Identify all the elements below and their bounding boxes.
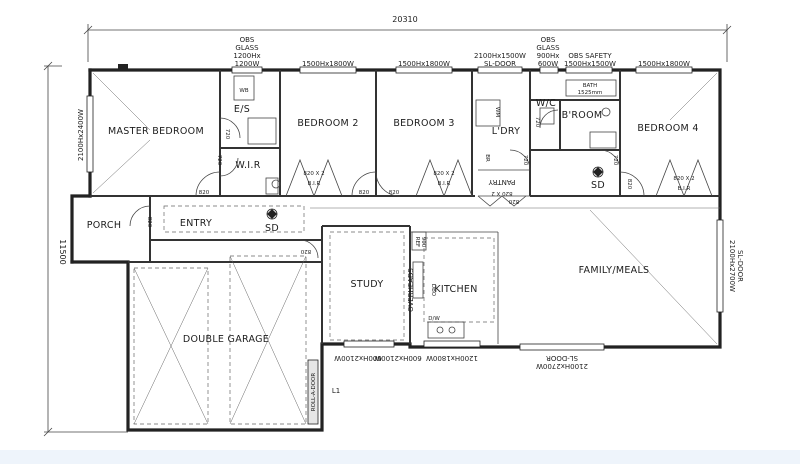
win-family-side-1: 2100Hx2700W (728, 240, 736, 292)
room-ensuite: E/S (234, 104, 250, 115)
room-pantry: PANTRY (488, 178, 515, 186)
fx-br: BR (484, 154, 490, 162)
fx-bir-bed4-2: B.I.R (678, 186, 691, 192)
fx-bir-bed3-1: 820 X 2 (433, 171, 454, 177)
smoke-detector-bedroom (592, 166, 604, 178)
win-rear-sl-1: SL-DOOR (546, 354, 578, 362)
overall-width-dimension: 20310 (83, 15, 732, 62)
fx-dbo: DBO (430, 284, 436, 297)
win-bath-obs: OBS SAFETY (568, 52, 612, 60)
win-bed4: 1500Hx1800W (638, 60, 690, 68)
win-wc-2: GLASS (536, 44, 560, 52)
fx-ref-size: 900 (420, 237, 426, 248)
entry-dashed (163, 205, 305, 233)
door-wir: 720 (216, 155, 222, 166)
fx-l1: L1 (332, 387, 340, 395)
study-dashed (329, 231, 405, 341)
win-wc-3: 900Hx (537, 52, 560, 60)
door-ens: 720 (224, 129, 230, 140)
fx-dw: D/W (428, 316, 440, 322)
win-family-side-2: SL-DOOR (736, 250, 744, 282)
fx-bir-bed2-1: 820 X 2 (303, 171, 324, 177)
room-double-garage: DOUBLE GARAGE (183, 334, 269, 345)
garage-ceiling (133, 255, 307, 425)
fx-sd-entry: SD (265, 223, 279, 234)
windows-top (86, 64, 724, 351)
fx-bath-label: BATH (583, 83, 598, 89)
room-bedroom-4: BEDROOM 4 (637, 123, 698, 134)
fx-roll-a-door: ROLL-A-DOOR (311, 373, 317, 412)
fx-ref: REF (414, 237, 420, 247)
win-wc-4: 600W (538, 60, 558, 68)
overall-depth-label: 11500 (58, 239, 67, 264)
door-master: 820 (199, 190, 210, 196)
win-ldry-1: 2100Hx1500W (474, 52, 526, 60)
fx-overheads: OVERHEADS (407, 268, 415, 312)
win-bed3: 1500Hx1800W (398, 60, 450, 68)
room-bedroom-3: BEDROOM 3 (393, 118, 454, 129)
kitchen-dashed (423, 237, 495, 323)
win-ens-3: 1200Hx (233, 52, 260, 60)
bath-fixtures (233, 75, 617, 195)
win-bath-size: 1500Hx1500W (564, 60, 616, 68)
room-bedroom-2: BEDROOM 2 (297, 118, 358, 129)
win-master-side: 2100Hx2400W (77, 109, 85, 161)
room-family-meals: FAMILY/MEALS (579, 265, 650, 276)
room-bathroom: B'ROOM (562, 110, 603, 121)
room-wir: W.I.R (235, 160, 260, 171)
win-kitchen-rear: 1200Hx1800W (426, 354, 478, 362)
fx-bir-bed3-2: B.I.R (438, 181, 451, 187)
fx-bir-bed4-1: 820 X 2 (673, 176, 694, 182)
win-rear-sl-2: 2100Hx2700W (536, 362, 588, 370)
door-bed4: 820 (626, 179, 632, 190)
bottom-strip (0, 450, 800, 464)
door-bed3: 820 (389, 190, 400, 196)
door-bath: 720 (612, 155, 618, 166)
fx-pantry-size: 820 X 2 (491, 190, 512, 196)
room-laundry: L'DRY (492, 126, 521, 137)
door-pantry: 820 (508, 198, 519, 204)
fx-bir-bed2-2: B.I.R (308, 181, 321, 187)
room-wc: W/C (536, 98, 556, 109)
fx-bath-size: 1525mm (578, 90, 603, 96)
fx-wb: WB (239, 88, 248, 94)
fx-sd-bed: SD (591, 180, 605, 191)
overall-width-label: 20310 (392, 15, 417, 24)
door-bed2: 820 (359, 190, 370, 196)
room-kitchen: KITCHEN (434, 284, 477, 295)
roll-a-door (307, 359, 319, 425)
door-swings (129, 109, 645, 259)
win-wc-1: OBS (541, 36, 556, 44)
win-ens-1: OBS (240, 36, 255, 44)
overall-depth-dimension: 11500 (43, 61, 128, 437)
door-garage: 820 (300, 248, 311, 254)
room-study: STUDY (351, 279, 384, 290)
kitchen-bench (410, 231, 499, 344)
smoke-detector-entry (266, 208, 278, 220)
win-study-rear-2: 600Hx2100W (374, 354, 422, 362)
room-porch: PORCH (87, 220, 122, 231)
bir-doors (285, 158, 713, 207)
interior-walls (150, 70, 720, 344)
door-ldry: 720 (522, 155, 528, 166)
win-ens-4: 1200W (235, 60, 260, 68)
fx-wm: WM (494, 107, 500, 117)
win-bed2: 1500Hx1800W (302, 60, 354, 68)
room-entry: ENTRY (180, 218, 212, 229)
win-study-rear-1: 600Hx2100W (334, 354, 382, 362)
door-porch: 820 (146, 217, 152, 228)
room-master-bedroom: MASTER BEDROOM (108, 126, 204, 137)
win-ens-2: GLASS (235, 44, 259, 52)
roof-lines (92, 72, 720, 345)
door-wc: 720 (534, 117, 540, 128)
win-ldry-2: SL-DOOR (484, 60, 516, 68)
